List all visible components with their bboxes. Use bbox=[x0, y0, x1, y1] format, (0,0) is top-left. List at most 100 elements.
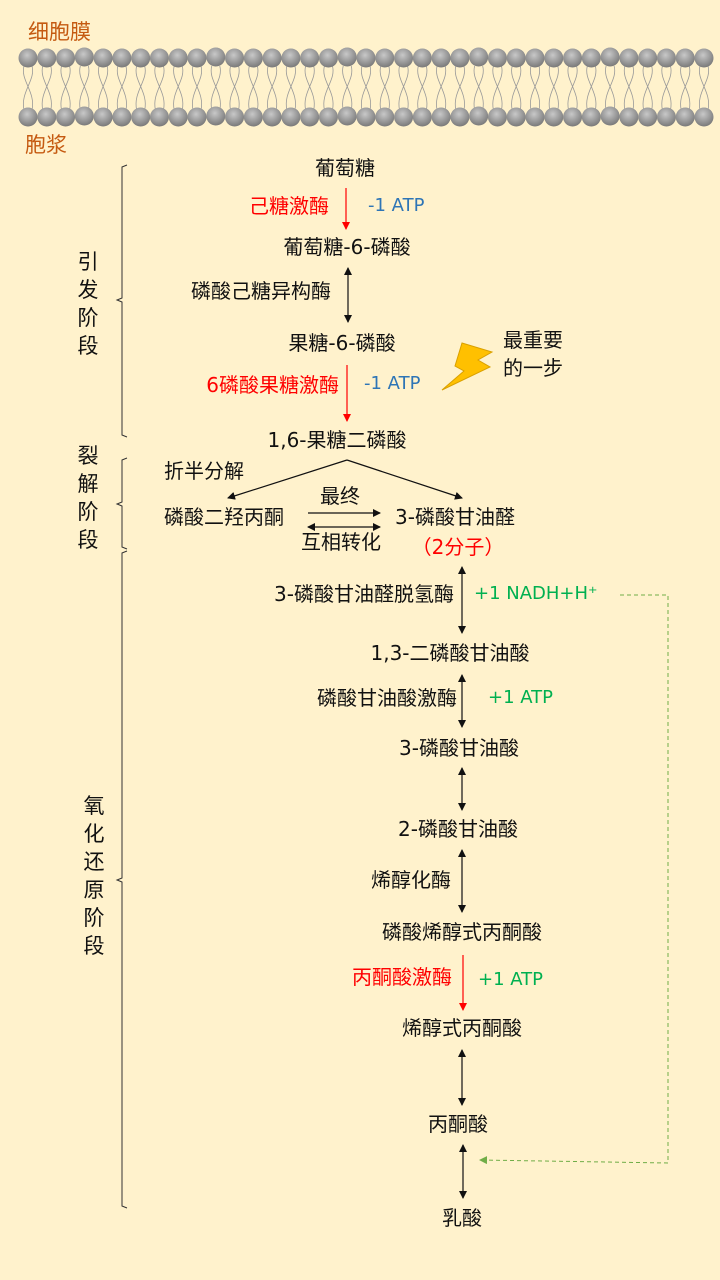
lipid-head bbox=[262, 48, 282, 68]
lipid-head bbox=[18, 48, 38, 68]
lipid-head bbox=[619, 107, 639, 127]
lipid-tail bbox=[492, 65, 503, 111]
lipid-head bbox=[375, 48, 395, 68]
lipid-head bbox=[281, 48, 301, 68]
lipid-head bbox=[131, 48, 151, 68]
note-interconvert: 互相转化 bbox=[301, 530, 381, 554]
lipid-tail bbox=[398, 65, 409, 111]
lipid-head bbox=[412, 48, 432, 68]
lipid-tail bbox=[586, 65, 597, 111]
energy-nadh-produced: +1 NADH+H⁺ bbox=[474, 583, 598, 604]
arrow-split-right bbox=[346, 459, 463, 500]
metabolite-dhap: 磷酸二羟丙酮 bbox=[164, 505, 284, 529]
enzyme-hexokinase: 己糖激酶 bbox=[249, 194, 329, 218]
stage-label-cleavage: 裂解阶段 bbox=[77, 444, 99, 552]
metabolite-2pg: 2-磷酸甘油酸 bbox=[398, 817, 518, 841]
lipid-head bbox=[74, 47, 94, 67]
lipid-head bbox=[487, 48, 507, 68]
lipid-head bbox=[337, 47, 357, 67]
lipid-tail bbox=[473, 65, 484, 111]
lipid-head bbox=[506, 48, 526, 68]
enzyme-pgk: 磷酸甘油酸激酶 bbox=[317, 686, 457, 710]
metabolite-enolpyruvate: 烯醇式丙酮酸 bbox=[402, 1016, 522, 1040]
lipid-head bbox=[168, 107, 188, 127]
lipid-head bbox=[149, 48, 169, 68]
lipid-tail bbox=[698, 65, 710, 111]
lipid-tail bbox=[304, 65, 315, 111]
lipid-head bbox=[581, 107, 601, 127]
lipid-tail bbox=[379, 65, 390, 111]
lipid-tail bbox=[454, 65, 465, 111]
lipid-head bbox=[225, 107, 245, 127]
note-final: 最终 bbox=[320, 484, 360, 508]
lipid-head bbox=[506, 107, 526, 127]
lipid-tail bbox=[210, 65, 221, 111]
lipid-head bbox=[281, 107, 301, 127]
lipid-head bbox=[394, 107, 414, 127]
lipid-head bbox=[318, 107, 338, 127]
lipid-head bbox=[525, 48, 545, 68]
metabolite-lactate: 乳酸 bbox=[442, 1206, 482, 1230]
lipid-tail bbox=[98, 65, 109, 111]
lipid-head bbox=[619, 48, 639, 68]
energy-atp-produced-2: +1 ATP bbox=[478, 969, 544, 990]
lipid-tail bbox=[529, 65, 541, 111]
lipid-head bbox=[525, 107, 545, 127]
lipid-head bbox=[318, 48, 338, 68]
metabolite-3pg: 3-磷酸甘油酸 bbox=[399, 736, 519, 760]
key-step-note-2: 的一步 bbox=[503, 356, 563, 380]
lipid-head bbox=[600, 106, 620, 126]
lipid-head bbox=[600, 47, 620, 67]
lipid-head bbox=[656, 107, 676, 127]
lipid-tail bbox=[548, 65, 559, 111]
lipid-tail bbox=[79, 65, 90, 111]
lipid-head bbox=[300, 107, 320, 127]
stage-label-initiation: 引发阶段 bbox=[77, 250, 99, 358]
lipid-tail bbox=[360, 65, 372, 111]
stage-bracket-initiation bbox=[115, 164, 128, 438]
lipid-tail bbox=[285, 65, 296, 111]
lipid-tail bbox=[623, 65, 634, 111]
lipid-head bbox=[187, 107, 207, 127]
cytoplasm-label: 胞浆 bbox=[25, 133, 67, 157]
lipid-head bbox=[37, 48, 57, 68]
lipid-head bbox=[356, 48, 376, 68]
lipid-head bbox=[37, 107, 57, 127]
lipid-head bbox=[638, 107, 658, 127]
lipid-head bbox=[206, 106, 226, 126]
lipid-tail bbox=[417, 65, 428, 111]
lipid-tail bbox=[173, 65, 184, 111]
metabolite-g6p: 葡萄糖-6-磷酸 bbox=[283, 235, 411, 259]
enzyme-pfk: 6磷酸果糖激酶 bbox=[206, 373, 339, 397]
lipid-head bbox=[243, 48, 263, 68]
lipid-tail bbox=[323, 65, 334, 111]
lipid-head bbox=[168, 48, 188, 68]
lipid-head bbox=[675, 48, 695, 68]
lipid-head bbox=[450, 48, 470, 68]
lipid-tail bbox=[567, 65, 578, 111]
metabolite-13bpg: 1,3-二磷酸甘油酸 bbox=[370, 641, 530, 665]
lipid-head bbox=[412, 107, 432, 127]
lipid-head bbox=[337, 106, 357, 126]
stage-bracket-redox bbox=[115, 550, 128, 1209]
lipid-tail bbox=[642, 65, 653, 111]
metabolite-pyruvate: 丙酮酸 bbox=[428, 1112, 488, 1136]
lipid-head bbox=[56, 48, 76, 68]
stage-bracket-cleavage bbox=[115, 457, 128, 550]
lipid-head bbox=[450, 107, 470, 127]
lipid-head bbox=[469, 106, 489, 126]
note-split: 折半分解 bbox=[164, 459, 244, 483]
lipid-head bbox=[74, 106, 94, 126]
lipid-tail bbox=[436, 65, 447, 111]
lipid-head bbox=[112, 107, 132, 127]
lipid-head bbox=[694, 107, 714, 127]
enzyme-gapdh: 3-磷酸甘油醛脱氢酶 bbox=[274, 582, 454, 606]
enzyme-pyruvate-kinase: 丙酮酸激酶 bbox=[352, 965, 452, 989]
lipid-tail bbox=[229, 65, 240, 111]
lipid-head bbox=[394, 48, 414, 68]
lipid-head bbox=[675, 107, 695, 127]
lipid-head bbox=[93, 48, 113, 68]
lipid-tail bbox=[267, 65, 278, 111]
energy-atp-consumed-1: -1 ATP bbox=[368, 195, 425, 216]
